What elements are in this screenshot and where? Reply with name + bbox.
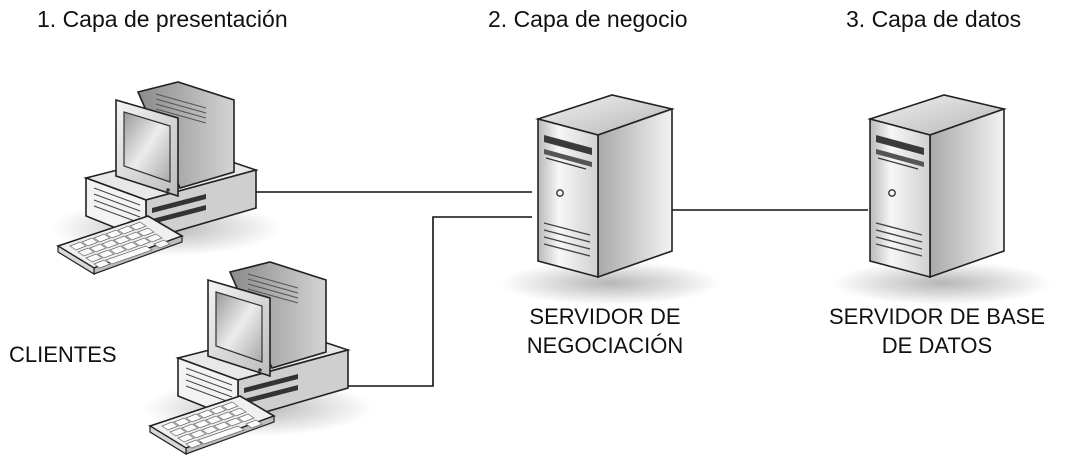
business-server-label-line2: NEGOCIACIÓN (526, 333, 684, 358)
client-computer-icon (142, 261, 374, 455)
business-server-label: SERVIDOR DE NEGOCIACIÓN (500, 302, 710, 360)
client-computer-icon (50, 81, 282, 275)
layer-title-presentation: 1. Capa de presentación (37, 6, 288, 32)
database-server-icon (831, 94, 1053, 306)
layer-title-data: 3. Capa de datos (846, 6, 1022, 32)
db-server-label: SERVIDOR DE BASE DE DATOS (808, 302, 1066, 360)
business-server-icon (499, 94, 721, 306)
connection-line (344, 216, 532, 387)
db-server-label-line1: SERVIDOR DE BASE (829, 304, 1045, 329)
db-server-label-line2: DE DATOS (881, 333, 993, 358)
layer-title-business: 2. Capa de negocio (488, 6, 688, 32)
clients-label: CLIENTES (9, 342, 117, 367)
business-server-label-line1: SERVIDOR DE (529, 304, 681, 329)
